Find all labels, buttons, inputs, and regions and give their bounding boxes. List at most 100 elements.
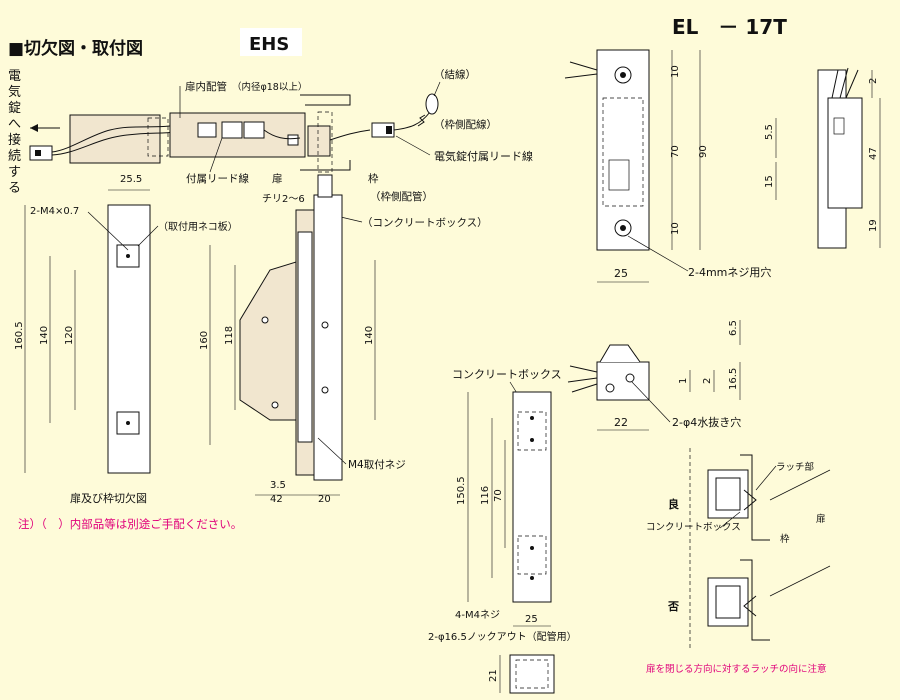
screw-top (126, 254, 130, 258)
caption-cutout: 扉及び枠切欠図 (70, 491, 147, 505)
box-knockout-top (517, 411, 547, 451)
note-latch-direction: 扉を閉じる方向に対するラッチの向に注意 (646, 663, 827, 675)
connector-d (287, 134, 299, 146)
leader-plate (137, 225, 159, 247)
bad-frame (740, 559, 770, 641)
side-wires (831, 67, 859, 99)
frame-bracket-top (300, 94, 351, 106)
good-box-inner (715, 477, 741, 511)
box-screw-1 (530, 416, 534, 420)
note-separate-order: 注）（ ）内部品等は別途ご手配ください。 (18, 517, 242, 531)
label-door: 扉 (272, 172, 283, 185)
leader-latch (755, 465, 777, 491)
concrete-box (512, 391, 552, 603)
leader-box-r (719, 511, 741, 529)
connector-c (243, 121, 265, 139)
dim-70c: 70 (493, 489, 504, 502)
strike-wires (564, 61, 598, 79)
dim-25c: 25 (525, 614, 538, 625)
svg-text:錠: 錠 (8, 101, 21, 116)
connector-b (221, 121, 243, 139)
label-good: 良 (668, 497, 679, 511)
faceplate (297, 231, 313, 443)
dim-165: 16.5 (728, 368, 739, 390)
dim-10b: 10 (670, 222, 681, 235)
leader-m4 (87, 211, 129, 251)
good-latch (743, 489, 757, 511)
strike-top (596, 361, 650, 401)
box-screw-2 (530, 438, 534, 442)
frame-grommet-dashed (317, 111, 333, 173)
screw-c (261, 316, 269, 324)
svg-text:接: 接 (8, 132, 21, 148)
label-concrete-box: （コンクリートボックス） (362, 217, 488, 229)
top-wires (567, 365, 598, 393)
wire-nut (425, 93, 439, 115)
screw-bottom (126, 421, 130, 425)
lock-body (239, 261, 297, 421)
dim-20: 20 (318, 494, 331, 505)
label-door-r: 扉 (816, 513, 826, 525)
dim-160: 160 (199, 331, 210, 350)
dim-90: 90 (698, 145, 709, 158)
label-m4-screw: M4取付ネジ (348, 458, 406, 471)
dim-w255: 25.5 (120, 174, 142, 185)
label-lead-wire: 電気錠付属リード線 (434, 149, 533, 163)
svg-text:電: 電 (8, 69, 21, 84)
leader-wiring (433, 81, 441, 97)
dim-21: 21 (488, 669, 499, 682)
leader-drain (631, 381, 671, 423)
door-line-good (769, 469, 831, 501)
strike-hole-top-inner (620, 72, 626, 78)
box-end-view-inner (515, 659, 549, 689)
label-box-r: コンクリートボックス (646, 522, 741, 533)
drain-hole-2 (605, 383, 615, 393)
label-frame: 枠 (368, 172, 379, 185)
frame-connector (317, 174, 333, 198)
dim-47: 47 (868, 147, 879, 160)
label-wiring: （結線） (434, 68, 476, 81)
box-screw-3 (530, 546, 534, 550)
dim-55: 5.5 (764, 124, 775, 140)
pipe-end-dashed (147, 117, 169, 157)
dim-118: 118 (224, 326, 235, 345)
svg-text:続: 続 (8, 149, 21, 164)
box-screw-4 (530, 576, 534, 580)
strike-latch (608, 159, 630, 191)
dim-116: 116 (480, 486, 491, 505)
wire-mid (263, 129, 301, 140)
screw-d (271, 401, 279, 409)
connect-arrow-head (30, 124, 38, 132)
connector-a (197, 122, 217, 138)
strike-hole-bottom-inner (620, 225, 626, 231)
strike-side-body (827, 97, 863, 209)
door-pipe (69, 114, 161, 164)
dim-22: 22 (614, 416, 628, 429)
svg-text:気: 気 (8, 84, 21, 100)
svg-text:る: る (8, 181, 21, 196)
box-knockout-bottom (517, 535, 547, 575)
section-title: ■切欠図・取付図 (8, 38, 143, 59)
label-frame-r: 枠 (780, 533, 790, 545)
svg-text:へ: へ (8, 117, 21, 132)
dim-140: 140 (39, 326, 50, 345)
frame-profile (313, 194, 343, 481)
leader-m4-screw (317, 437, 347, 465)
wire-right (329, 129, 371, 141)
dim-15: 15 (764, 175, 775, 188)
dim-1: 1 (678, 378, 689, 384)
dim-65: 6.5 (728, 320, 739, 336)
screw-b (321, 386, 329, 394)
label-plate: （取付用ネコ板） (158, 220, 238, 233)
label-clearance: チリ2～6 (262, 193, 305, 205)
strike-side-switch (833, 117, 845, 135)
good-frame (740, 454, 770, 541)
label-bad: 否 (667, 600, 679, 613)
frame-grommet (307, 125, 331, 157)
model-el: EL － 17T (672, 15, 787, 39)
dim-2t: 2 (702, 378, 713, 384)
leader-screw-holes (627, 235, 689, 272)
label-frame-pipe2: （枠側配管） (370, 190, 433, 203)
door-line-bad (769, 565, 831, 597)
